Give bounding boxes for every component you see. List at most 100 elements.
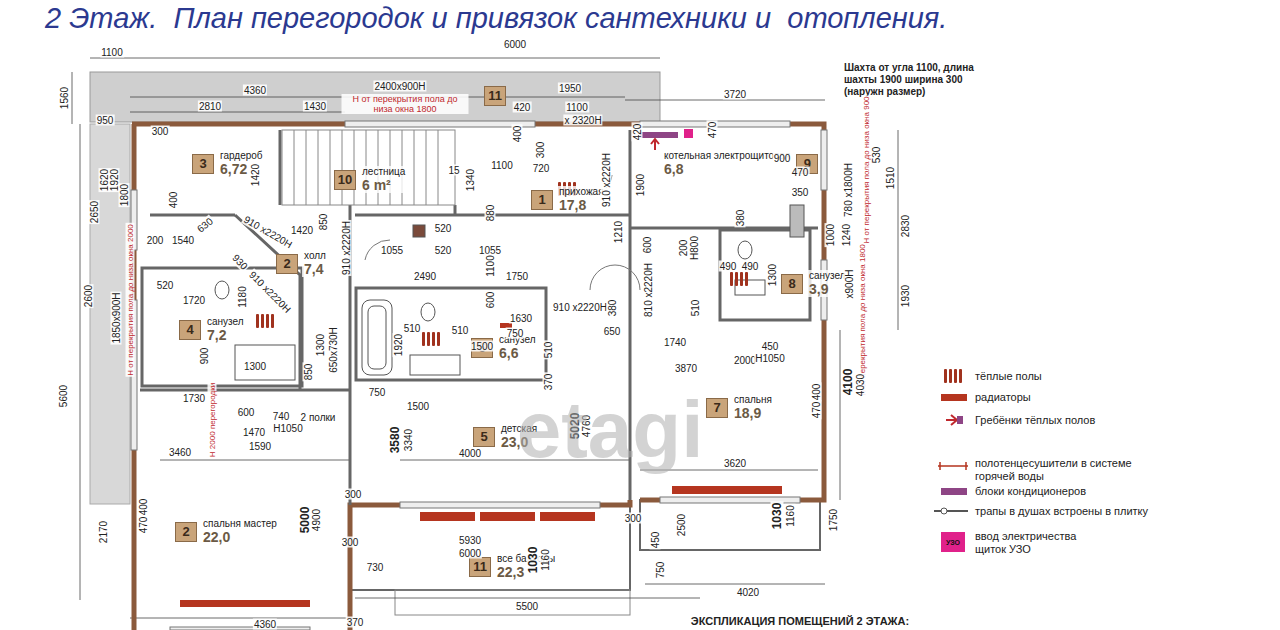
- dimension-label: 200: [678, 239, 689, 258]
- dimension-label: 910 x2220H: [246, 268, 293, 315]
- dimension-label: 450: [650, 531, 661, 550]
- dimension-label: 2600: [83, 284, 94, 308]
- dimension-label: 910 x2220H: [601, 152, 612, 208]
- dimension-label: 520: [434, 245, 453, 256]
- dimension-label: 510: [403, 323, 422, 334]
- dimension-label: 1300: [767, 263, 778, 287]
- room-caption: спальня18,9: [732, 394, 774, 421]
- dimension-label: 1500: [470, 341, 494, 352]
- window-note: Н 2000 перегородки: [208, 382, 217, 458]
- dimension-label: x 2320H: [563, 115, 602, 126]
- dimension-label: 750: [655, 561, 666, 580]
- dimension-label: 910 x2220H: [552, 302, 608, 313]
- dimension-label: x900H: [844, 269, 855, 300]
- dimension-label: 200: [146, 235, 165, 246]
- dimension-label: 1420: [290, 225, 314, 236]
- room-tag: 11: [484, 86, 506, 106]
- swatch-text: УЗО: [945, 539, 961, 547]
- dimension-label: 1470: [242, 427, 266, 438]
- dimension-label: 510: [451, 325, 470, 336]
- dimension-label: 1240: [841, 223, 852, 247]
- dimension-label: 300: [344, 489, 363, 500]
- legend-swatch: [941, 488, 967, 495]
- dimension-label: 730: [366, 562, 385, 573]
- dimension-label: 450: [761, 341, 780, 352]
- dimension-label: 1720: [182, 295, 206, 306]
- room-tag: 4санузел7,2: [179, 316, 246, 343]
- dimension-label: 1100: [490, 160, 514, 171]
- dimension-label: 300: [151, 126, 170, 137]
- dimension-label: 470: [707, 121, 718, 140]
- dimension-label: 6000: [503, 39, 527, 50]
- dimension-label: 1055: [380, 245, 404, 256]
- dimension-label: 1590: [248, 441, 272, 452]
- legend-swatch: [941, 394, 967, 401]
- dimension-label: 3580: [389, 426, 402, 455]
- dimension-label: 370: [346, 617, 365, 628]
- dimension-label: 1750: [828, 508, 839, 532]
- stairs: [282, 130, 455, 205]
- dimension-label: 1900: [635, 173, 646, 197]
- dimension-label: 1030: [527, 546, 540, 575]
- room-number: 8: [781, 274, 803, 294]
- dimension-label: 2810: [198, 101, 222, 112]
- dimension-label: 2500: [676, 513, 687, 537]
- window-note: Н от перекрытия пола до низа окна 900: [862, 95, 871, 244]
- dimension-label: 2400x900H: [373, 81, 426, 92]
- room-tag: 10лестница6 m²: [334, 166, 407, 193]
- dimension-label: 470: [811, 401, 822, 420]
- room-name: лестница: [362, 166, 405, 178]
- dimension-label: 400: [512, 125, 523, 144]
- dimension-label: 1100: [100, 47, 124, 58]
- dimension-label: 1950: [558, 83, 582, 94]
- radiators: [180, 323, 782, 607]
- dimension-label: 850: [303, 363, 314, 382]
- room-number: 3: [192, 154, 214, 174]
- dimension-label: 1930: [900, 284, 911, 308]
- dimension-label: H1050: [272, 423, 303, 434]
- dimension-label: 300: [535, 141, 546, 160]
- dimension-label: 510: [690, 299, 701, 318]
- dimension-label: 2650: [89, 200, 100, 224]
- room-name: холл: [304, 250, 326, 262]
- room-caption: спальня мастер22,0: [201, 518, 279, 545]
- dimension-label: 1300: [243, 361, 267, 372]
- dimension-label: 1920: [393, 333, 404, 357]
- legend-text: трапы в душах встроены в плитку: [975, 505, 1175, 518]
- dimension-label: 420: [632, 123, 643, 142]
- dimension-label: 4360: [243, 85, 267, 96]
- section-heading: ЭКСПЛИКАЦИЯ ПОМЕЩЕНИЙ 2 ЭТАЖА:: [690, 615, 910, 627]
- dimension-label: 520: [434, 223, 453, 234]
- dimension-label: 4030: [855, 373, 866, 397]
- dimension-label: 1300: [315, 333, 326, 357]
- dimension-label: 910 x2220H: [341, 220, 352, 276]
- dimension-label: 600: [642, 236, 653, 255]
- dimension-label: 2 полки: [300, 412, 337, 423]
- dimension-label: 350: [791, 187, 810, 198]
- dimension-label: H1050: [754, 353, 785, 364]
- room-number: 1: [531, 190, 553, 210]
- dimension-label: 1420: [250, 163, 261, 187]
- dimension-label: 380: [735, 209, 746, 228]
- dimension-label: 1500: [406, 401, 430, 412]
- dimension-label: 4100: [842, 368, 855, 397]
- dimension-label: 900: [199, 347, 210, 366]
- legend-text: Гребёнки тёплых полов: [975, 414, 1175, 427]
- room-number: 2: [276, 254, 298, 274]
- dimension-label: 1800: [119, 183, 130, 207]
- dimension-label: 1750: [505, 271, 529, 282]
- room-tag: 8санузел3,9: [781, 270, 848, 297]
- dimension-label: 3720: [723, 89, 747, 100]
- dimension-label: 810 x2220H: [643, 262, 654, 318]
- boiler-equipment: [640, 129, 693, 150]
- dimension-label: 5930: [458, 535, 482, 546]
- dimension-label: 400: [168, 191, 179, 210]
- dimension-label: 400: [138, 498, 149, 517]
- room-area: 7,4: [304, 262, 326, 277]
- terraces: [90, 72, 820, 615]
- dimension-label: 400: [811, 383, 822, 402]
- partitions: [140, 130, 818, 505]
- dimension-label: 1180: [237, 285, 248, 309]
- room-area: 18,9: [734, 406, 772, 421]
- dimension-label: 910 x2220H: [241, 213, 295, 250]
